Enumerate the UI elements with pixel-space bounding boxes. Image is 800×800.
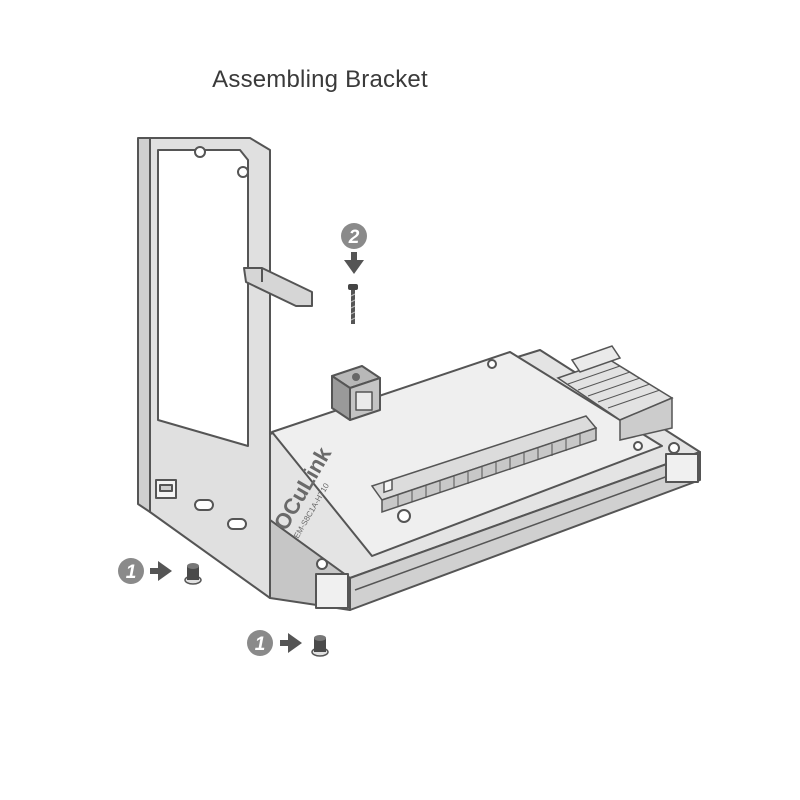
screw-icon	[311, 635, 329, 657]
step-badge-icon: 1	[247, 630, 273, 656]
pcie-slot	[370, 415, 598, 514]
step-2-callout: 2	[341, 223, 367, 274]
arrow-right-icon	[280, 633, 302, 653]
power-connector	[556, 345, 674, 441]
step-1-number-left: 1	[126, 562, 137, 583]
step-1-callout-left: 1	[118, 558, 202, 585]
arrow-right-icon	[150, 561, 172, 581]
step-2-number: 2	[348, 227, 360, 248]
diagram-title: Assembling Bracket	[212, 66, 428, 93]
step-1-number-bottom: 1	[255, 634, 266, 655]
step-badge-icon: 1	[118, 558, 144, 584]
arrow-down-icon	[344, 252, 364, 274]
step-1-callout-bottom: 1	[247, 630, 329, 657]
screw-icon	[348, 284, 358, 324]
spacer-cube	[331, 365, 381, 421]
step-badge-icon: 2	[341, 223, 367, 249]
bracket-frame	[137, 137, 313, 599]
screw-icon	[184, 563, 202, 585]
